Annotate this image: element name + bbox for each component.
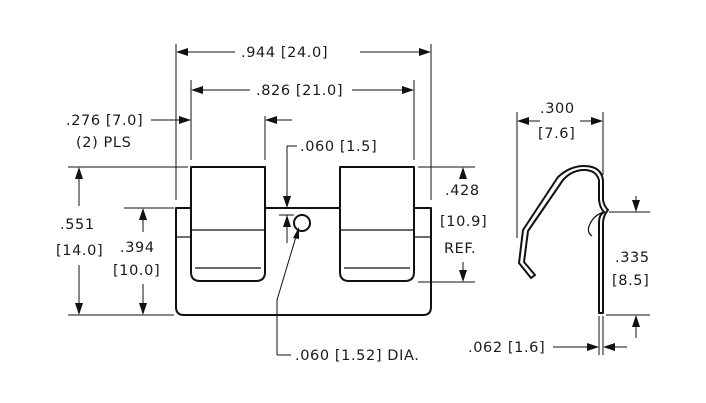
side-profile	[518, 165, 609, 314]
tab-width-label: .276 [7.0]	[66, 113, 143, 129]
dim-hole-dia: .060 [1.52] DIA.	[276, 227, 419, 364]
right-clip	[339, 166, 415, 282]
base-height-in: .394	[120, 240, 155, 256]
dim-inner-width: .826 [21.0]	[190, 80, 415, 160]
hole-offset-label: .060 [1.5]	[300, 139, 377, 155]
overall-width-label: .944 [24.0]	[241, 45, 328, 61]
left-clip	[190, 166, 266, 282]
front-view	[175, 166, 432, 316]
hole	[293, 214, 311, 232]
thickness-label: .062 [1.6]	[468, 340, 545, 356]
side-view	[518, 165, 609, 314]
side-height-in: .335	[615, 250, 650, 266]
overall-height-in: .551	[60, 217, 95, 233]
dim-side-depth: .300 [7.6]	[516, 101, 604, 238]
dim-hole-offset: .060 [1.5]	[279, 139, 377, 243]
ref-height-mm: [10.9]	[440, 214, 487, 230]
side-bend	[587, 211, 605, 237]
dim-base-height: .394 [10.0]	[113, 207, 174, 315]
dim-ref-height: .428 [10.9] REF.	[418, 166, 487, 283]
tab-qty-label: (2) PLS	[76, 135, 131, 151]
dim-overall-width: .944 [24.0]	[175, 44, 432, 200]
base-height-mm: [10.0]	[113, 263, 160, 279]
dim-overall-height: .551 [14.0]	[56, 166, 188, 316]
ref-height-in: .428	[445, 183, 480, 199]
ref-label: REF.	[444, 241, 476, 257]
hole-dia-label: .060 [1.52] DIA.	[295, 348, 419, 364]
dim-side-height: .335 [8.5]	[606, 196, 650, 338]
side-height-mm: [8.5]	[612, 273, 649, 289]
dim-thickness: .062 [1.6]	[468, 316, 627, 356]
inner-width-label: .826 [21.0]	[256, 83, 343, 99]
dim-tab-width: .276 [7.0] (2) PLS	[66, 113, 292, 160]
side-depth-mm: [7.6]	[538, 126, 575, 142]
side-depth-in: .300	[540, 101, 575, 117]
base-plate	[175, 207, 432, 316]
overall-height-mm: [14.0]	[56, 243, 103, 259]
